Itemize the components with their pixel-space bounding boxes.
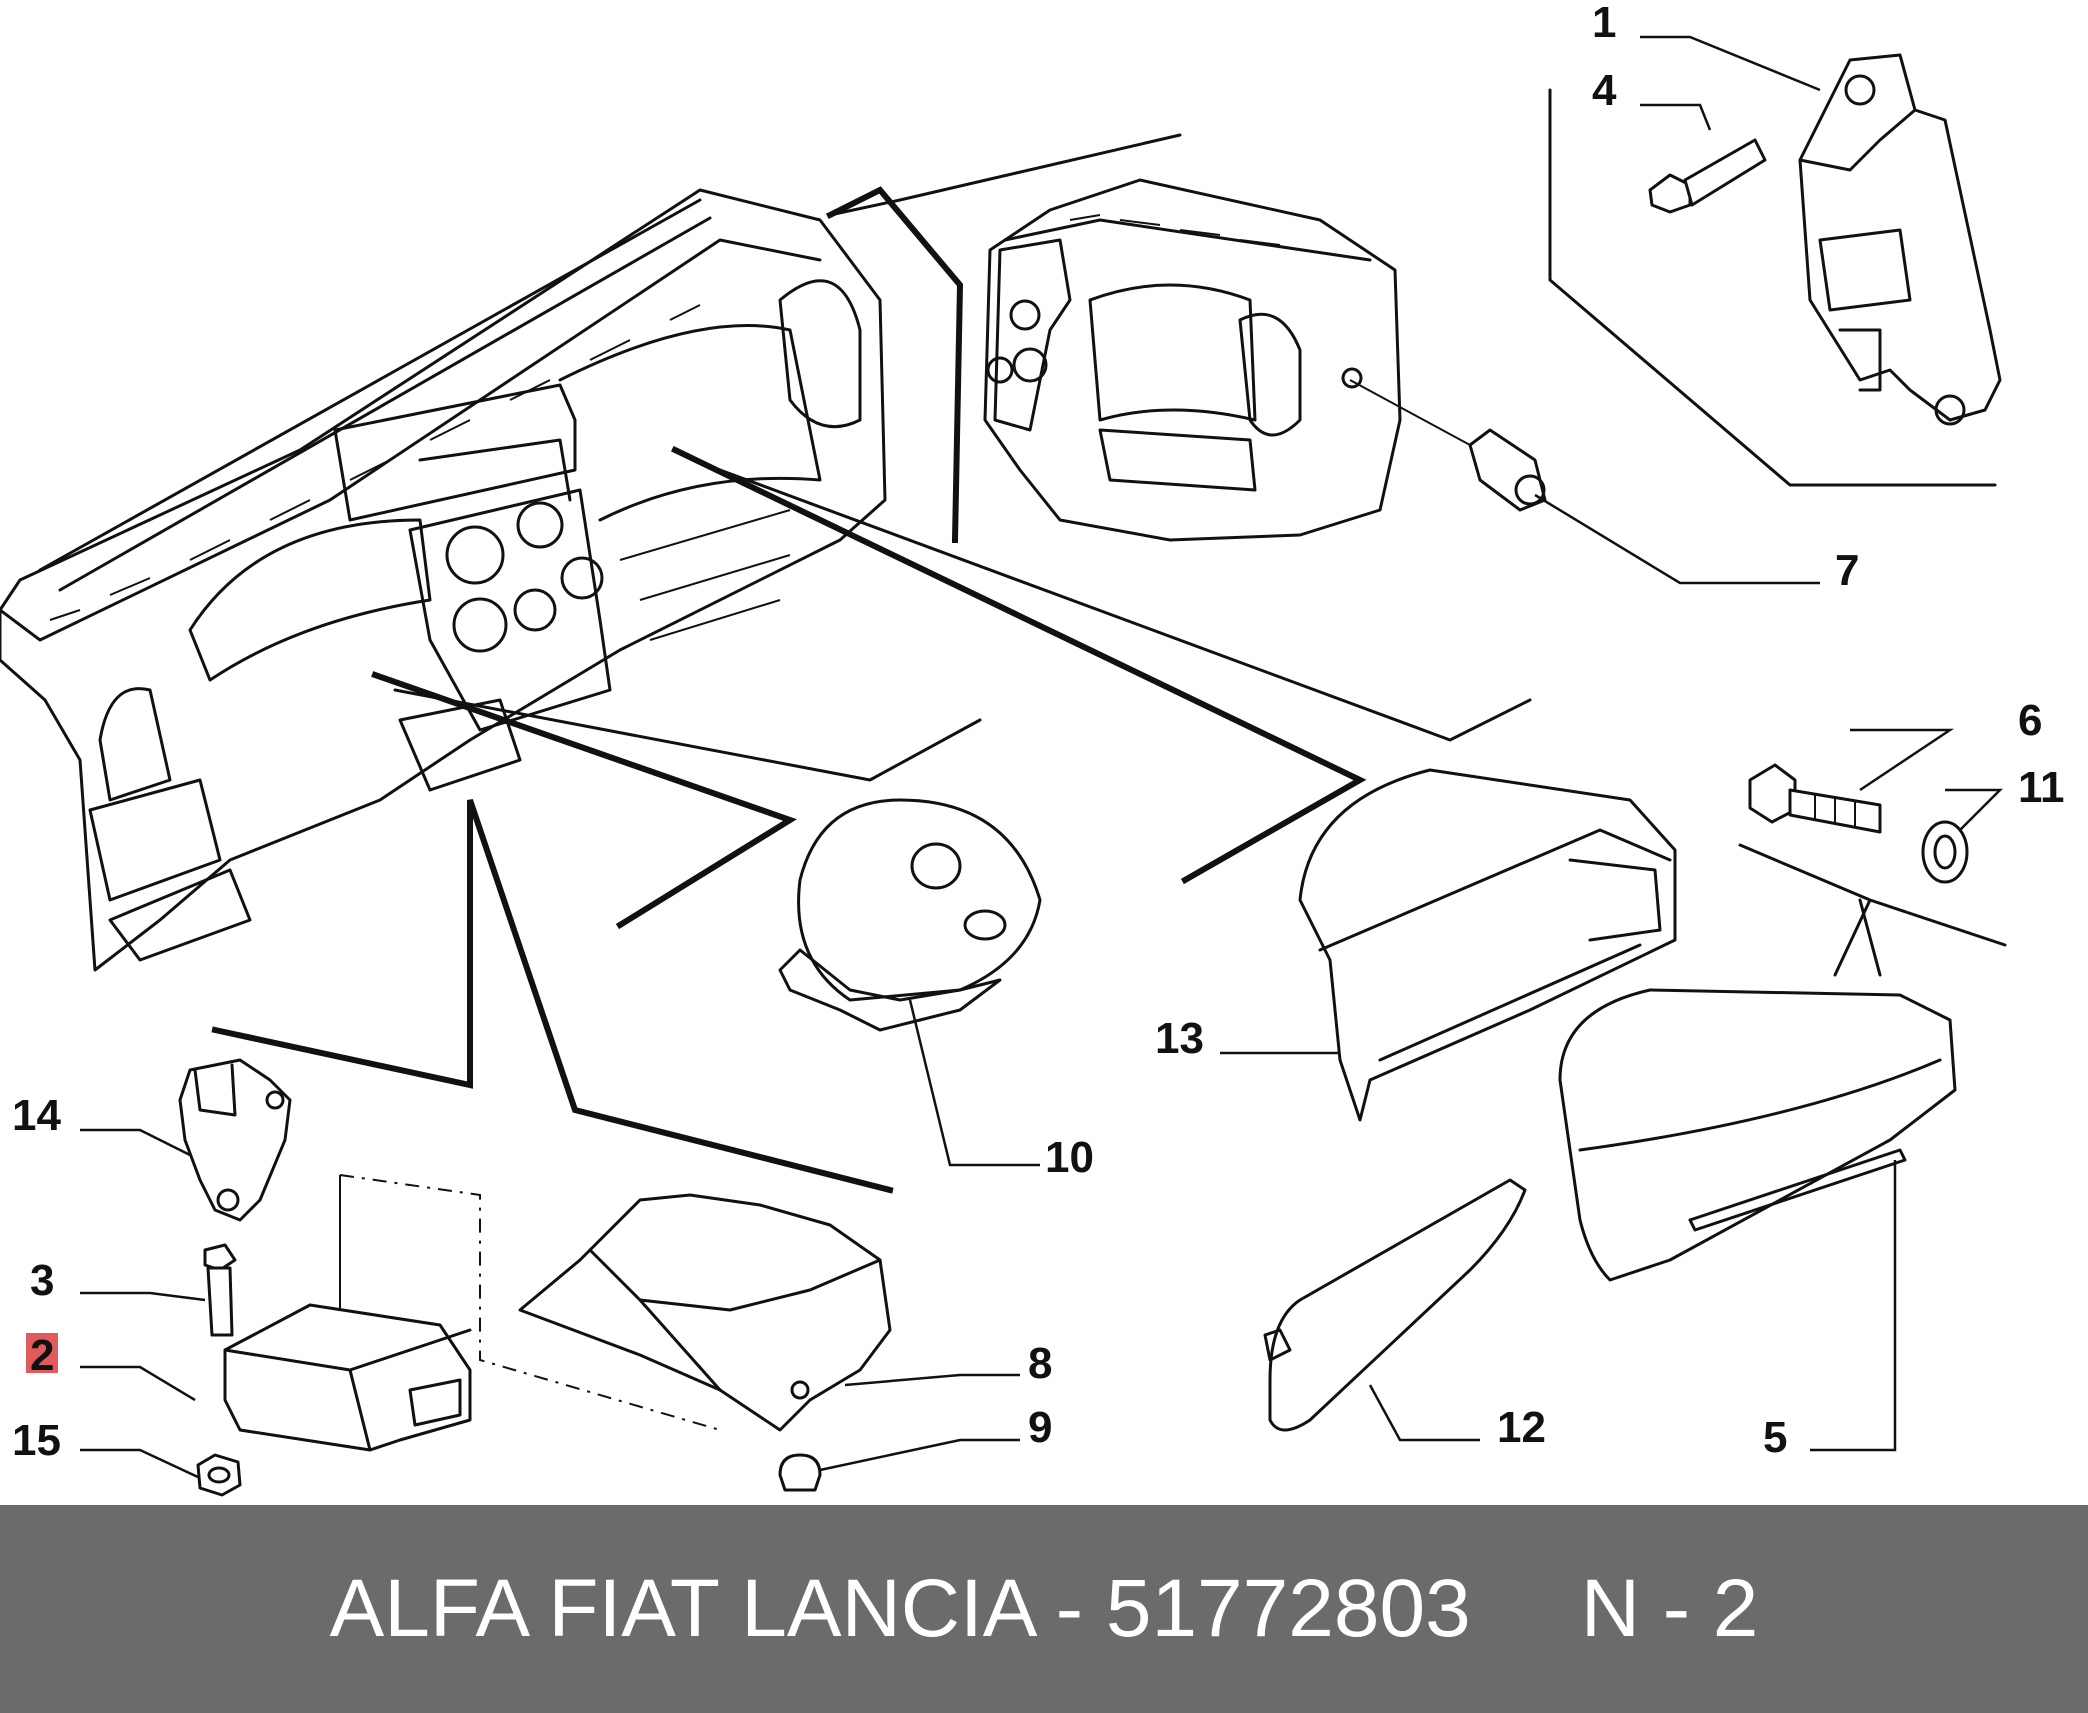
part-15-drawing	[196, 1453, 242, 1497]
part-6-drawing	[1748, 763, 1882, 834]
callout-7[interactable]: 7	[1835, 546, 1859, 595]
callout-4[interactable]: 4	[1592, 66, 1617, 115]
parts-diagram: 1 4 7 6 11 13 10 14 3 2 15 8 9 12 5	[0, 0, 2065, 1497]
callout-11[interactable]: 11	[2018, 763, 2065, 812]
part-8-drawing	[518, 1193, 892, 1432]
part-13-drawing	[1298, 768, 1677, 1122]
callout-5[interactable]: 5	[1763, 1413, 1787, 1462]
callout-13[interactable]: 13	[1155, 1014, 1204, 1063]
part-9-drawing	[778, 1453, 822, 1492]
instrument-panel-drawing	[983, 178, 1402, 542]
footer-reference: N - 2	[1580, 1563, 1759, 1654]
callout-15[interactable]: 15	[12, 1416, 61, 1465]
dashboard-drawing	[0, 188, 887, 972]
callout-14[interactable]: 14	[12, 1091, 61, 1140]
part-11-drawing	[1921, 820, 1969, 884]
footer-bar: ALFA FIAT LANCIA - 51772803 N - 2	[0, 1505, 2088, 1713]
part-12-drawing	[1263, 1178, 1527, 1432]
connector-lines	[211, 88, 2007, 1431]
callout-2[interactable]: 2	[30, 1331, 54, 1380]
callout-9[interactable]: 9	[1028, 1403, 1052, 1452]
callout-1[interactable]: 1	[1592, 0, 1616, 47]
part-10-drawing	[778, 798, 1042, 1032]
callout-10[interactable]: 10	[1045, 1133, 1094, 1182]
footer-part-number: ALFA FIAT LANCIA - 51772803	[329, 1563, 1471, 1654]
callouts: 1 4 7 6 11 13 10 14 3 2 15 8 9 12 5	[12, 0, 2065, 1465]
part-3-drawing	[203, 1243, 237, 1337]
part-4-drawing	[1648, 138, 1767, 214]
part-1-drawing	[1798, 53, 2002, 426]
callout-3[interactable]: 3	[30, 1256, 54, 1305]
leader-lines	[80, 35, 2004, 1480]
part-5-drawing	[1558, 988, 1957, 1282]
callout-12[interactable]: 12	[1497, 1403, 1546, 1452]
callout-8[interactable]: 8	[1028, 1339, 1052, 1388]
part-2-drawing	[223, 1303, 472, 1452]
part-7-drawing	[1468, 428, 1547, 512]
callout-6[interactable]: 6	[2018, 696, 2042, 745]
callout-2-highlight	[26, 1333, 58, 1373]
part-14-drawing	[178, 1058, 292, 1222]
